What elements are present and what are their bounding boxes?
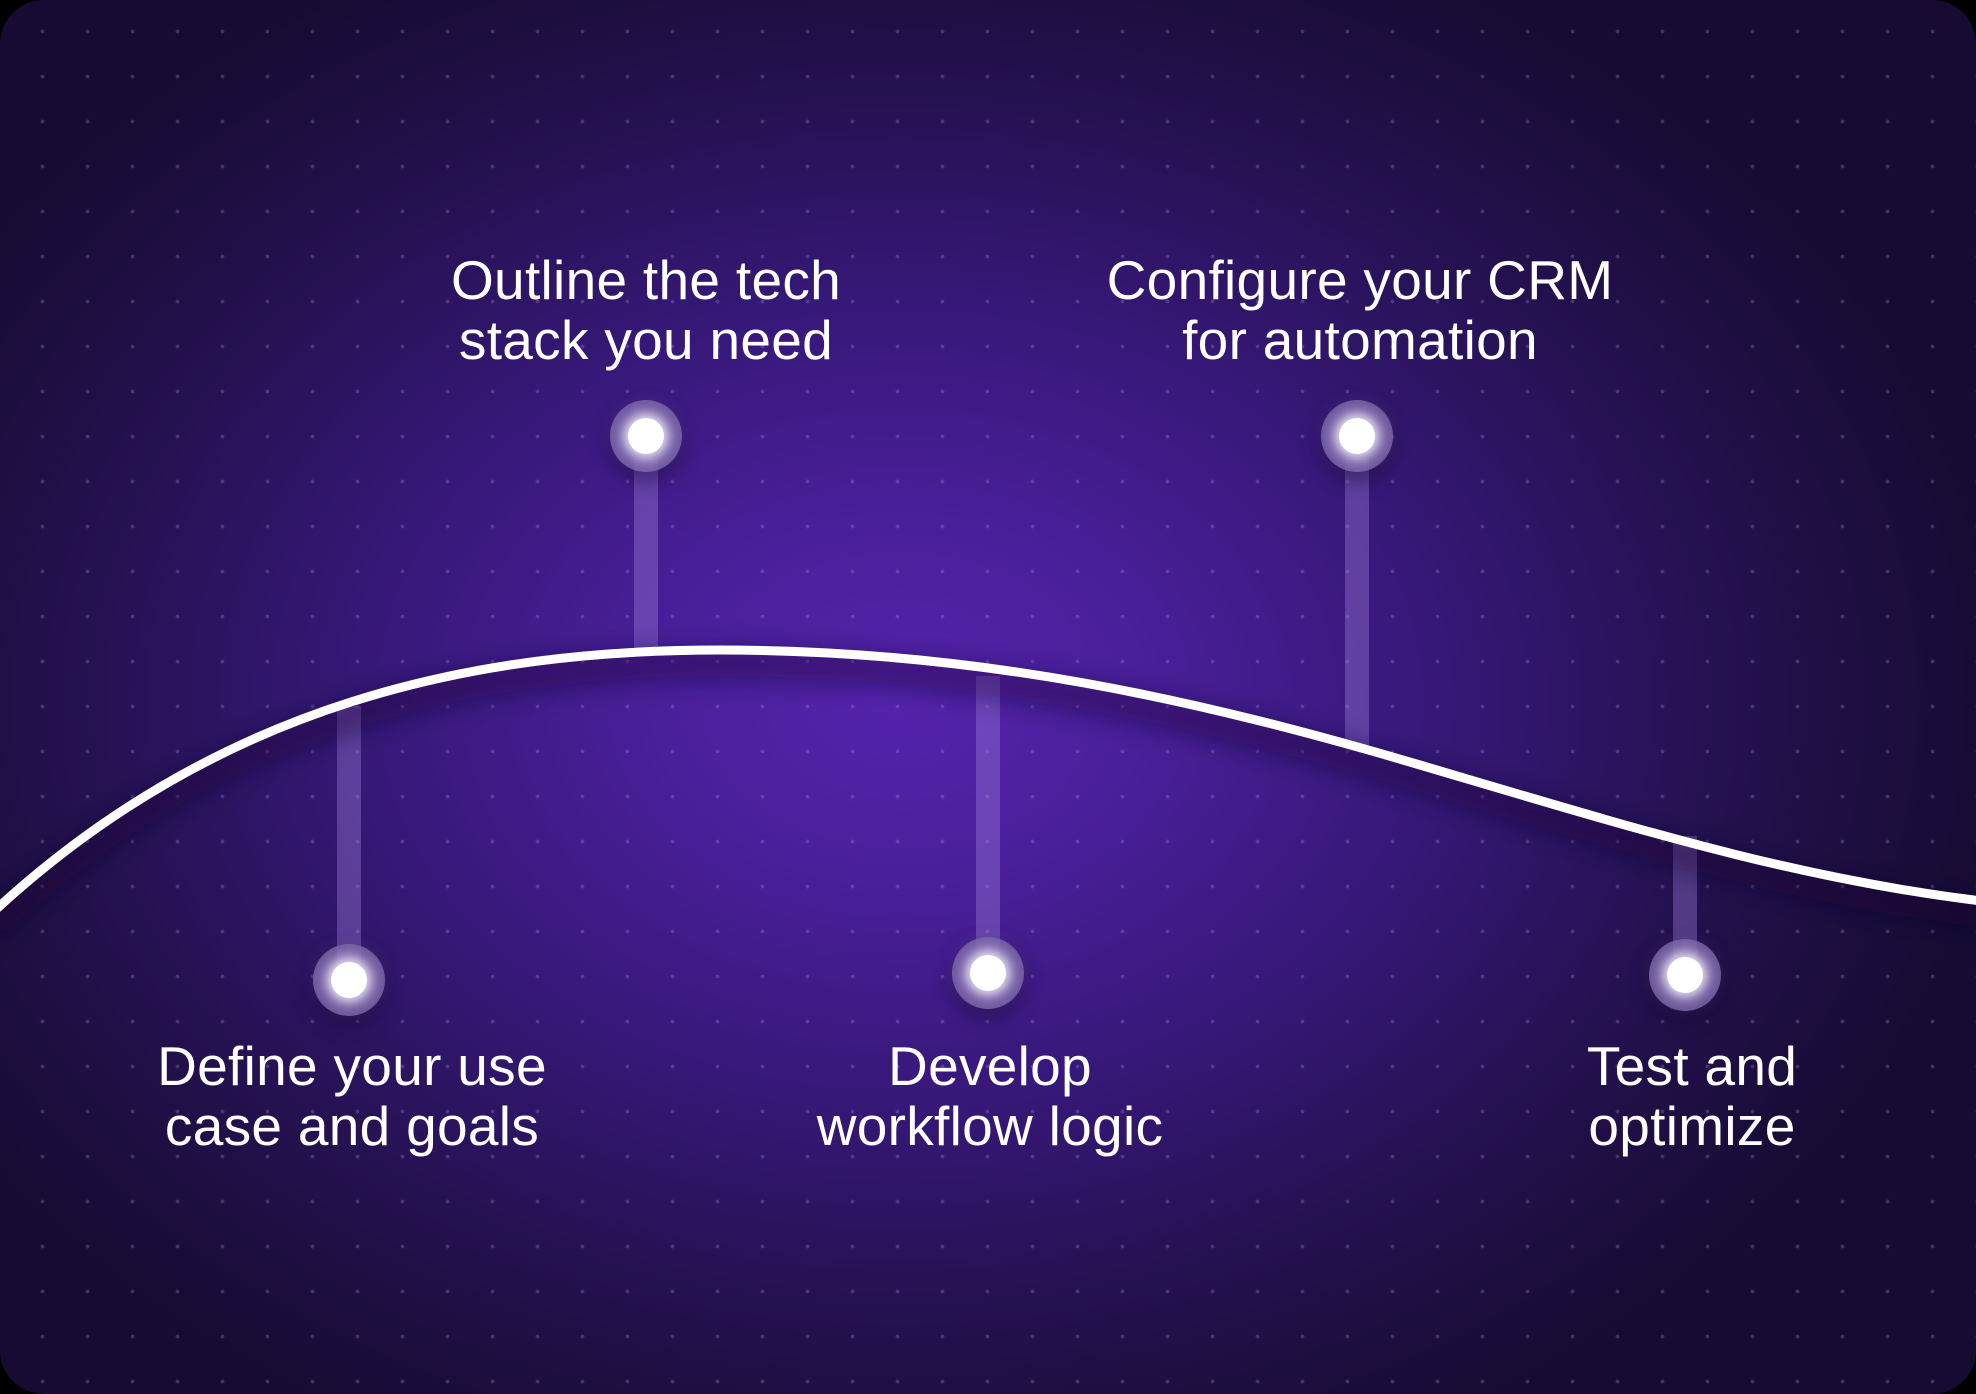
step-2-label: Outline the tech stack you need <box>451 250 841 370</box>
step-4-node-dot-icon <box>1339 418 1375 454</box>
step-3-label: Develop workflow logic <box>817 1036 1164 1156</box>
step-2-label-line-1: Outline the tech <box>450 249 842 311</box>
step-5-label-line-1: Test and <box>1586 1035 1798 1097</box>
step-4-label: Configure your CRM for automation <box>1107 250 1614 370</box>
step-2-stem <box>634 458 658 654</box>
step-2-label-line-2: stack you need <box>458 309 834 371</box>
step-4-stem <box>1345 458 1369 745</box>
step-5-node <box>1649 939 1721 1011</box>
step-1-node-dot-icon <box>331 962 367 998</box>
step-4-node <box>1321 400 1393 472</box>
step-3-stem <box>976 676 1000 960</box>
step-2-node-dot-icon <box>628 418 664 454</box>
step-5-node-dot-icon <box>1667 957 1703 993</box>
step-4-label-line-1: Configure your CRM <box>1106 249 1614 311</box>
step-1-stem <box>337 706 361 968</box>
step-3-label-line-1: Develop <box>888 1035 1092 1097</box>
step-3-node-dot-icon <box>970 955 1006 991</box>
step-5-label: Test and optimize <box>1587 1036 1797 1156</box>
step-1-label: Define your use case and goals <box>157 1036 547 1156</box>
step-1-label-line-1: Define your use <box>157 1035 547 1097</box>
step-5-label-line-2: optimize <box>1588 1095 1796 1157</box>
step-2-node <box>610 400 682 472</box>
step-1-label-line-2: case and goals <box>164 1095 540 1157</box>
step-1-node <box>313 944 385 1016</box>
step-3-label-line-2: workflow logic <box>816 1095 1164 1157</box>
step-3-node <box>952 937 1024 1009</box>
step-4-label-line-2: for automation <box>1182 309 1538 371</box>
